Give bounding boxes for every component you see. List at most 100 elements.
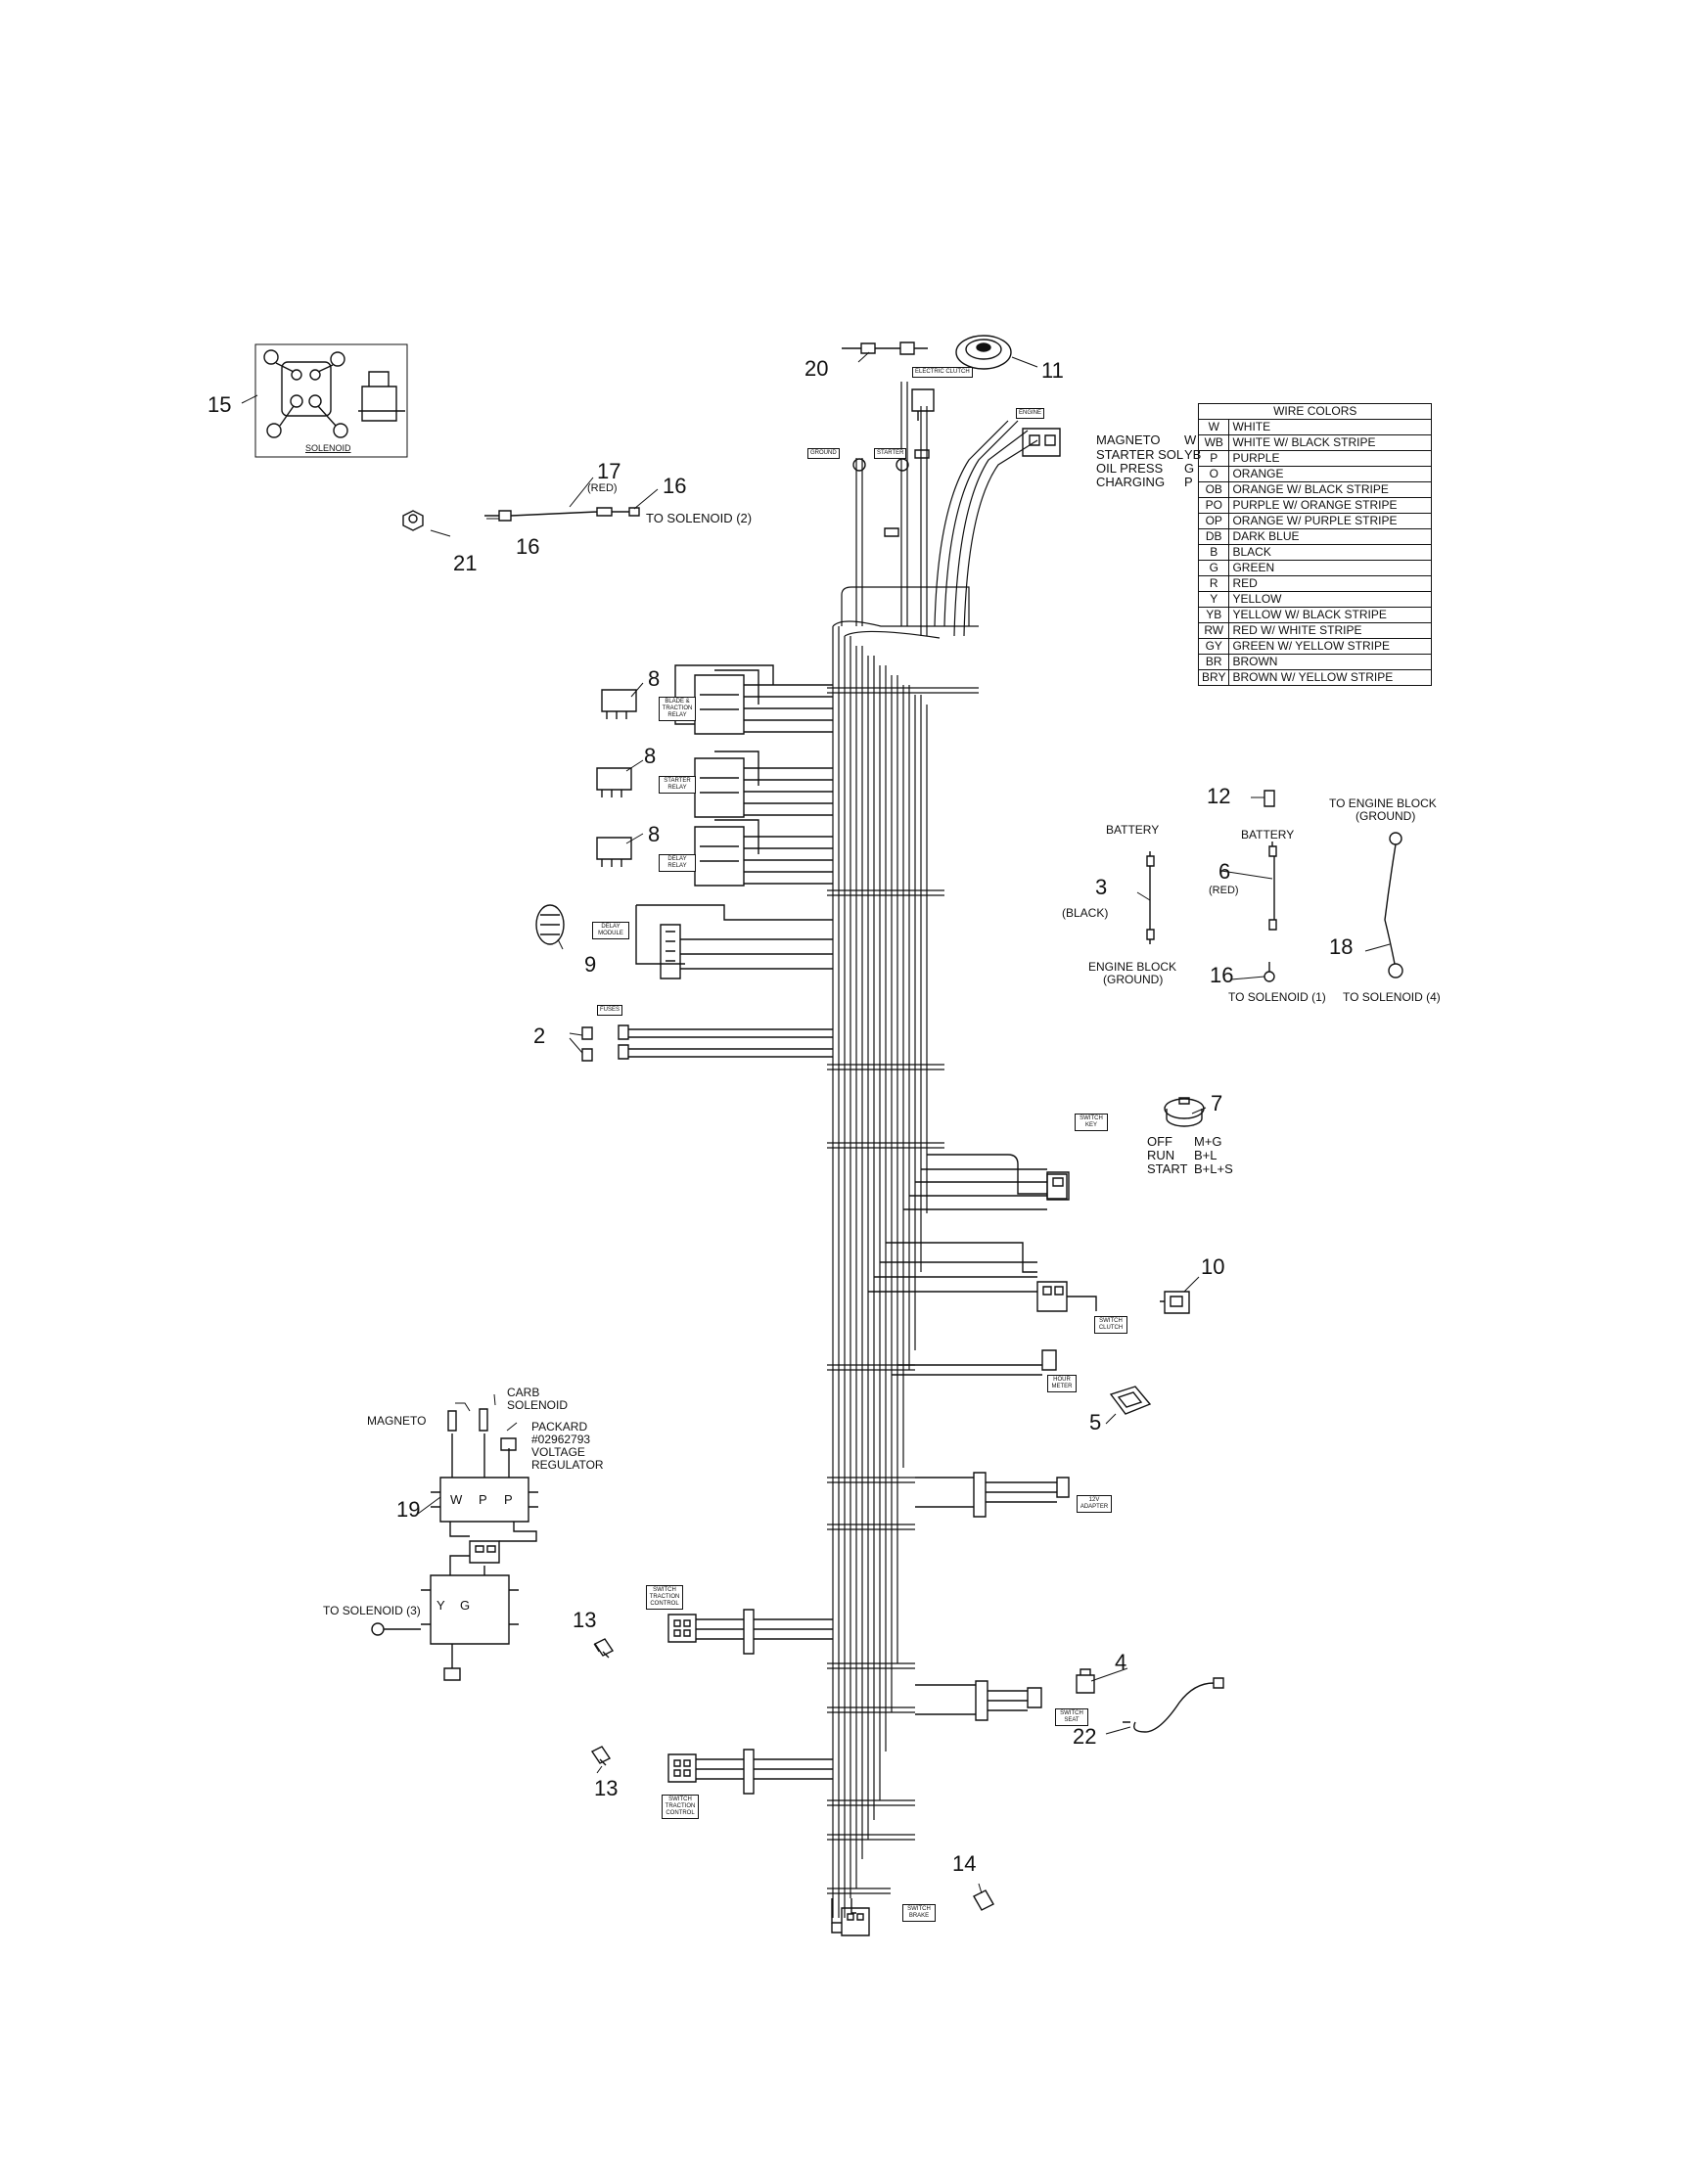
carb-label-b: SOLENOID	[507, 1398, 569, 1412]
part-12	[1264, 790, 1275, 807]
tag-electric-clutch: ELECTRIC CLUTCH	[912, 367, 973, 378]
callout-10: 10	[1201, 1254, 1225, 1279]
adapter-harness	[915, 1472, 1070, 1518]
key-run-value: B+L	[1194, 1148, 1218, 1162]
callout-15: 15	[207, 392, 232, 417]
engine-block-ground-a: ENGINE BLOCK	[1088, 960, 1177, 974]
delay-module-9-diagram	[535, 904, 833, 979]
engine-block-ground-b: (GROUND)	[1103, 973, 1164, 986]
traction-switch-b	[667, 1749, 833, 1795]
solenoid-label: SOLENOID	[305, 443, 351, 453]
callout-9: 9	[584, 952, 597, 977]
tag-12v-adapter: 12V ADAPTER	[1077, 1495, 1112, 1513]
callout-4: 4	[1115, 1650, 1127, 1674]
tag-switch-traction-a: SWITCH TRACTION CONTROL	[646, 1585, 683, 1610]
callout-13a: 13	[573, 1608, 597, 1632]
callout-7: 7	[1211, 1091, 1223, 1115]
legend-magneto: MAGNETO	[1096, 432, 1161, 447]
relay-8a-diagram	[601, 664, 833, 735]
tag-hour-meter: HOUR METER	[1047, 1375, 1077, 1392]
brake-switch-harness	[831, 1898, 870, 1936]
callout-11: 11	[1041, 358, 1064, 383]
part-5	[1109, 1386, 1152, 1415]
part-14	[973, 1889, 994, 1911]
clutch-connector	[911, 388, 935, 421]
key-run-label: RUN	[1147, 1148, 1175, 1162]
part-13b	[590, 1746, 612, 1766]
callout-13b: 13	[594, 1776, 619, 1800]
key-switch-7	[1164, 1097, 1205, 1127]
callout-12: 12	[1207, 784, 1231, 808]
key-start-value: B+L+S	[1194, 1161, 1233, 1176]
tag-delay-relay: DELAY RELAY	[659, 854, 696, 872]
callout-8a: 8	[648, 666, 661, 691]
cable-6	[1268, 842, 1277, 931]
tag-ground: GROUND	[807, 448, 840, 459]
to-solenoid-3-label: TO SOLENOID (3)	[323, 1604, 421, 1617]
to-solenoid-1-label: TO SOLENOID (1)	[1228, 990, 1326, 1004]
callout-8c: 8	[648, 822, 661, 846]
main-harness	[827, 382, 1038, 1918]
reg-pin-g: G	[460, 1598, 471, 1613]
magneto-label: MAGNETO	[367, 1414, 427, 1428]
key-off-label: OFF	[1147, 1134, 1172, 1149]
reg-pin-p2: P	[504, 1492, 513, 1507]
legend-charging: CHARGING	[1096, 475, 1166, 489]
callout-21: 21	[453, 551, 478, 575]
callout-19: 19	[396, 1497, 421, 1522]
callout-6: 6	[1218, 859, 1231, 884]
legend-oil-code: G	[1184, 461, 1195, 476]
callout-8b: 8	[644, 744, 657, 768]
reg-pin-p1: P	[479, 1492, 487, 1507]
battery-label-a: BATTERY	[1106, 823, 1160, 837]
nut-21	[402, 510, 424, 531]
leader-lines	[241, 351, 1391, 1894]
terminal-16c	[1264, 962, 1275, 982]
callout-16c: 16	[1210, 963, 1234, 987]
key-switch-harness	[903, 1154, 1070, 1210]
red-17-label: (RED)	[587, 482, 618, 494]
tag-switch-traction-b: SWITCH TRACTION CONTROL	[662, 1795, 699, 1819]
to-solenoid-4-label: TO SOLENOID (4)	[1343, 990, 1441, 1004]
wire-colors-title: WIRE COLORS	[1197, 403, 1433, 420]
clutch-switch-10	[868, 1242, 1190, 1314]
callout-5: 5	[1089, 1410, 1102, 1434]
legend-starter: STARTER SOL	[1096, 447, 1184, 462]
callout-3: 3	[1095, 875, 1108, 899]
harness-clip	[884, 449, 930, 537]
engine-connector	[1022, 428, 1061, 457]
packard-label-c: VOLTAGE	[531, 1445, 585, 1459]
hour-meter-conn	[892, 1349, 1057, 1376]
reg-pin-y: Y	[436, 1598, 445, 1613]
callout-16a: 16	[663, 474, 687, 498]
traction-switch-a	[667, 1609, 833, 1655]
part-4	[1076, 1668, 1095, 1694]
callout-22: 22	[1073, 1724, 1097, 1749]
solenoid-inset	[254, 343, 408, 458]
cable-22	[1123, 1677, 1224, 1733]
tag-starter-relay: STARTER RELAY	[659, 776, 696, 794]
key-start-label: START	[1147, 1161, 1188, 1176]
legend-oil: OIL PRESS	[1096, 461, 1164, 476]
seat-switch-harness	[915, 1680, 1042, 1721]
cable-3	[1146, 851, 1155, 944]
tag-switch-brake: SWITCH BRAKE	[902, 1904, 936, 1922]
clutch-11	[955, 335, 1012, 370]
callout-20: 20	[804, 356, 829, 381]
